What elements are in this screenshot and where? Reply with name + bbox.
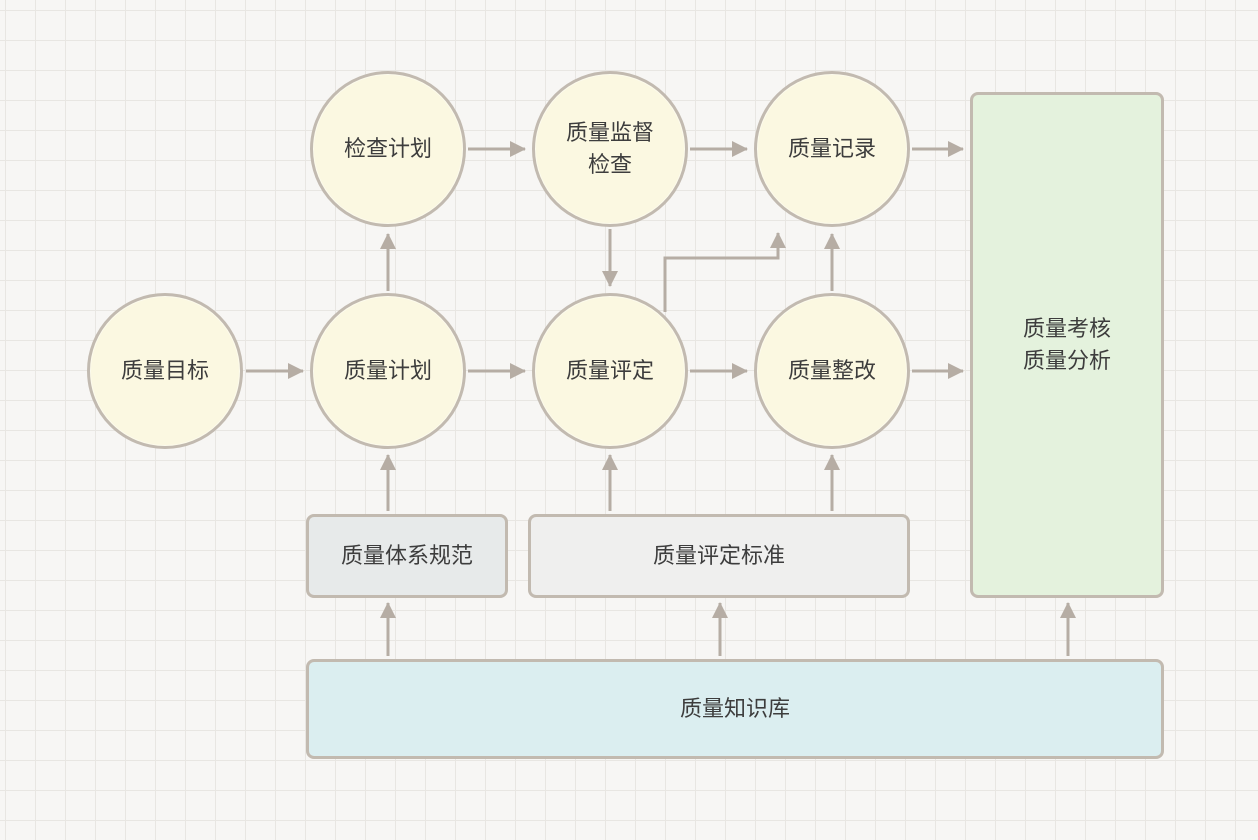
node-quality-assessment-standard[interactable]: 质量评定标准 bbox=[528, 514, 910, 598]
node-label: 质量整改 bbox=[787, 358, 876, 384]
node-inspection-plan[interactable]: 检查计划 bbox=[310, 71, 466, 227]
node-label: 质量评定标准 bbox=[652, 543, 785, 569]
node-quality-record[interactable]: 质量记录 bbox=[754, 71, 910, 227]
node-quality-supervision-inspection[interactable]: 质量监督 检查 bbox=[532, 71, 688, 227]
node-label: 质量目标 bbox=[120, 358, 209, 384]
node-quality-plan[interactable]: 质量计划 bbox=[310, 293, 466, 449]
node-label: 质量监督 检查 bbox=[565, 120, 654, 177]
node-label: 质量考核 质量分析 bbox=[1022, 316, 1111, 373]
node-quality-system-spec[interactable]: 质量体系规范 bbox=[306, 514, 508, 598]
node-label: 质量计划 bbox=[343, 358, 432, 384]
node-quality-rectification[interactable]: 质量整改 bbox=[754, 293, 910, 449]
node-label: 质量体系规范 bbox=[340, 543, 473, 569]
node-label: 质量知识库 bbox=[679, 696, 790, 722]
node-quality-knowledge-base[interactable]: 质量知识库 bbox=[306, 659, 1164, 759]
connector-assessment-to-record[interactable] bbox=[663, 232, 786, 312]
node-label: 质量记录 bbox=[787, 136, 876, 162]
node-label: 质量评定 bbox=[565, 358, 654, 384]
node-quality-review-analysis[interactable]: 质量考核 质量分析 bbox=[970, 92, 1164, 598]
node-quality-goal[interactable]: 质量目标 bbox=[87, 293, 243, 449]
node-quality-assessment[interactable]: 质量评定 bbox=[532, 293, 688, 449]
node-label: 检查计划 bbox=[343, 136, 432, 162]
